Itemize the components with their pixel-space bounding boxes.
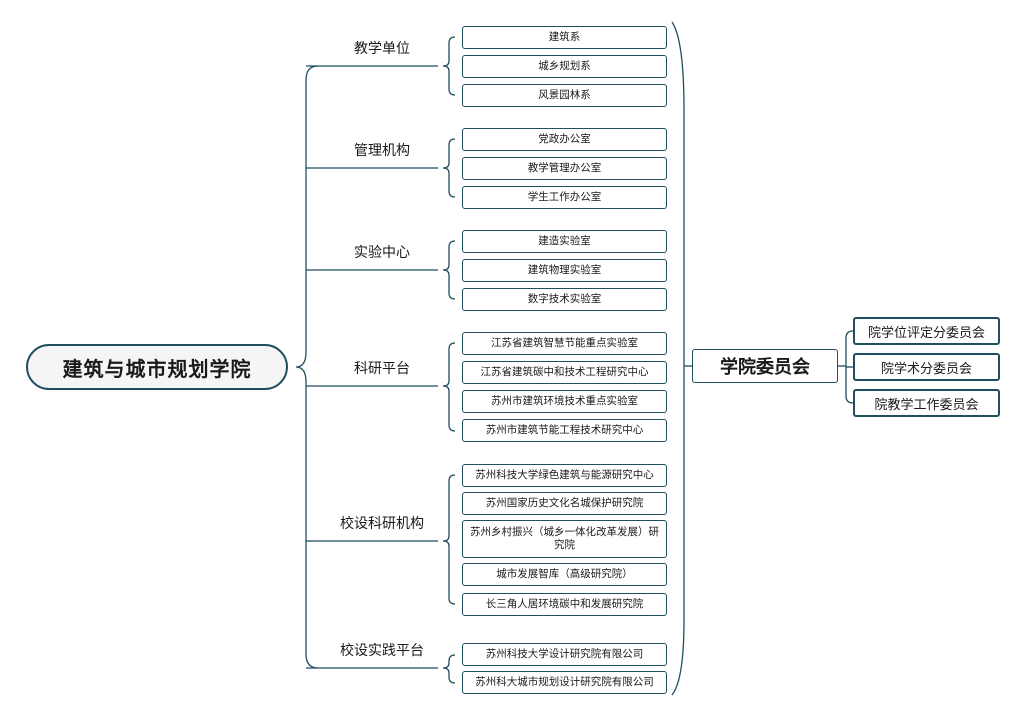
category-label[interactable]: 管理机构 (354, 143, 410, 159)
leaf-node[interactable]: 苏州科技大学设计研究院有限公司 (462, 643, 667, 666)
leaf-node[interactable]: 长三角人居环境碳中和发展研究院 (462, 593, 667, 616)
leaf-node[interactable]: 江苏省建筑智慧节能重点实验室 (462, 332, 667, 355)
sub-committee-node[interactable]: 院教学工作委员会 (853, 389, 1000, 417)
leaf-node[interactable]: 数字技术实验室 (462, 288, 667, 311)
leaf-node[interactable]: 苏州国家历史文化名城保护研究院 (462, 492, 667, 515)
sub-committee-node[interactable]: 院学术分委员会 (853, 353, 1000, 381)
leaf-node[interactable]: 建筑物理实验室 (462, 259, 667, 282)
leaf-node[interactable]: 苏州科技大学绿色建筑与能源研究中心 (462, 464, 667, 487)
leaf-node[interactable]: 江苏省建筑碳中和技术工程研究中心 (462, 361, 667, 384)
leaf-node[interactable]: 建造实验室 (462, 230, 667, 253)
leaf-node[interactable]: 学生工作办公室 (462, 186, 667, 209)
leaf-node[interactable]: 苏州乡村振兴（城乡一体化改革发展）研究院 (462, 520, 667, 558)
leaf-node[interactable]: 风景园林系 (462, 84, 667, 107)
leaf-node[interactable]: 城市发展智库（高级研究院） (462, 563, 667, 586)
category-label[interactable]: 教学单位 (354, 41, 410, 57)
category-label[interactable]: 校设实践平台 (340, 643, 424, 659)
sub-committee-node[interactable]: 院学位评定分委员会 (853, 317, 1000, 345)
committee-node[interactable]: 学院委员会 (692, 349, 838, 383)
category-label[interactable]: 实验中心 (354, 245, 410, 261)
category-label[interactable]: 校设科研机构 (340, 516, 424, 532)
leaf-node[interactable]: 教学管理办公室 (462, 157, 667, 180)
root-node[interactable]: 建筑与城市规划学院 (26, 344, 288, 390)
leaf-node[interactable]: 苏州科大城市规划设计研究院有限公司 (462, 671, 667, 694)
leaf-node[interactable]: 苏州市建筑节能工程技术研究中心 (462, 419, 667, 442)
category-label[interactable]: 科研平台 (354, 361, 410, 377)
leaf-node[interactable]: 党政办公室 (462, 128, 667, 151)
leaf-node[interactable]: 建筑系 (462, 26, 667, 49)
leaf-node[interactable]: 城乡规划系 (462, 55, 667, 78)
leaf-node[interactable]: 苏州市建筑环境技术重点实验室 (462, 390, 667, 413)
